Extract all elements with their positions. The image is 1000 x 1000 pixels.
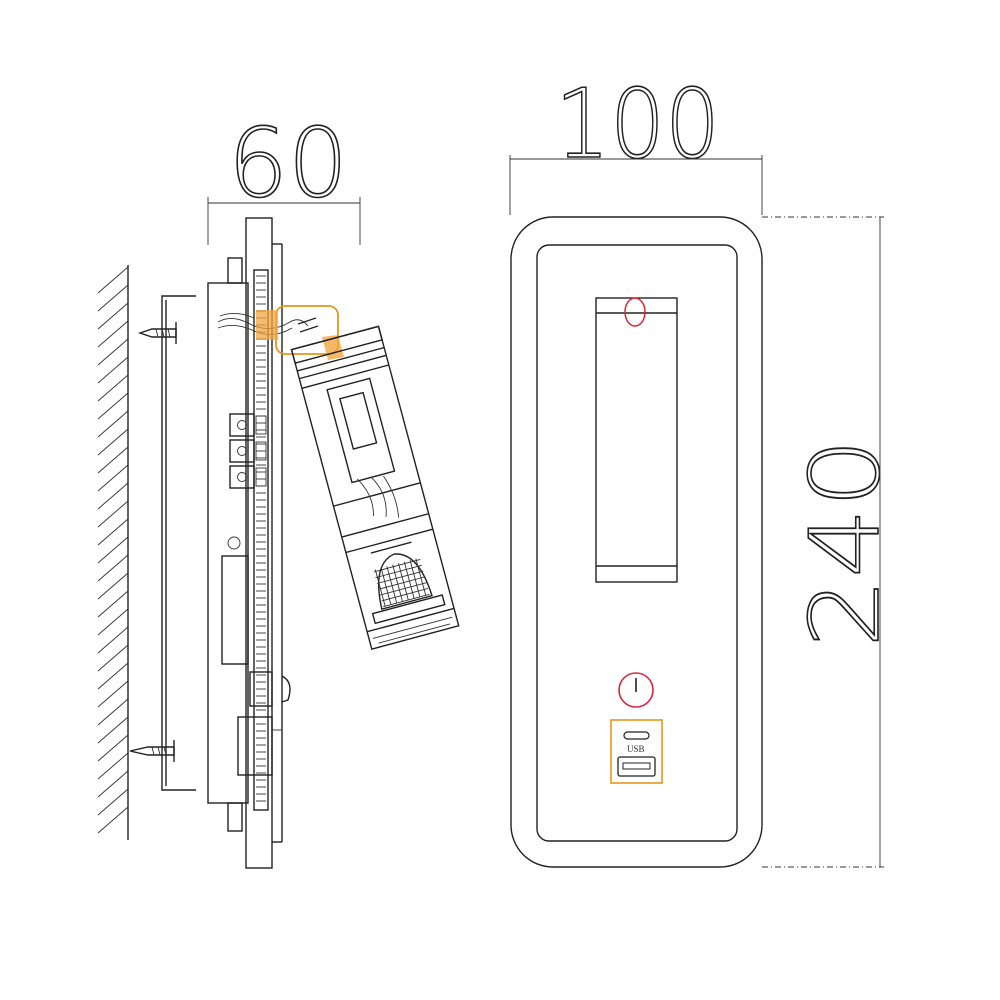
usb-a-port-icon[interactable] — [617, 756, 656, 777]
reading-light-head — [290, 325, 460, 650]
mounting-bracket — [161, 295, 196, 791]
power-button-icon[interactable] — [618, 672, 654, 708]
upper-screw — [137, 322, 177, 344]
depth-dimension-line — [207, 197, 361, 245]
depth-dimension-label: 60 — [228, 109, 348, 219]
width-dimension-label: 100 — [555, 70, 720, 180]
lower-screw — [129, 740, 175, 762]
front-outer-frame — [510, 216, 763, 868]
width-dimension-line — [509, 155, 763, 215]
front-inner-panel — [536, 244, 738, 842]
usb-c-port-icon[interactable] — [623, 731, 650, 740]
height-dimension-label: 240 — [791, 438, 901, 648]
wall — [97, 265, 129, 840]
housing-side-profile — [245, 217, 283, 869]
reading-light-front — [595, 297, 678, 583]
terminal-blocks — [229, 413, 267, 489]
usb-label: USB — [627, 744, 645, 754]
usb-port-panel — [610, 719, 663, 784]
top-indicator-icon — [624, 297, 646, 327]
side-switch — [249, 671, 291, 707]
side-usb-module — [237, 716, 282, 776]
height-dimension-line — [762, 216, 884, 868]
hinge-highlight — [256, 305, 344, 360]
back-plate — [207, 257, 249, 832]
